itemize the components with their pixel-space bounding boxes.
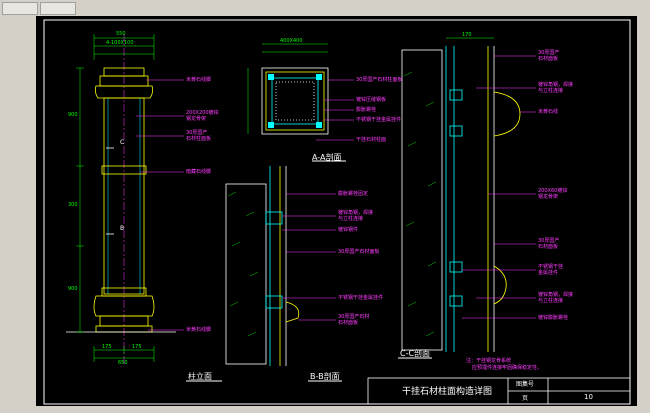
callout: 200X60镀锌 — [538, 188, 568, 194]
dimension-text: 175 — [132, 344, 142, 350]
callout: 与立柱连接 — [538, 88, 564, 94]
svg-text:C: C — [120, 139, 124, 146]
drawing-border — [43, 19, 631, 405]
callout: 石材面板 — [338, 320, 359, 326]
toolbar-button[interactable] — [40, 2, 76, 15]
callout: 石材面板 — [538, 244, 559, 250]
callout: 30厚国产 — [186, 130, 208, 136]
dimension-text: 4-100X100 — [106, 40, 134, 46]
callout: 暗藏石线脚 — [186, 169, 212, 175]
callout: 石材面板 — [538, 56, 559, 62]
callout: 不锈钢干挂金属挂件 — [338, 295, 384, 301]
callout: 石材柱面板 — [186, 136, 212, 142]
callout: 米黄石线脚 — [186, 77, 212, 83]
callout: 金属挂件 — [538, 270, 559, 276]
callout: 膨胀螺栓固定 — [338, 191, 369, 197]
dimension-text: 900 — [68, 112, 78, 118]
dimension-text: 550 — [116, 31, 126, 37]
dimension-text: 900 — [68, 286, 78, 292]
page-label: 页 — [522, 395, 529, 402]
bottom-frame — [36, 406, 637, 413]
cad-drawing: C B — [43, 19, 631, 405]
note-line-2: 应预埋件连接牢固确保稳定性。 — [472, 365, 543, 371]
page-number: 10 — [584, 393, 593, 401]
callout: 200X200镀锌 — [186, 110, 219, 116]
section-cc — [401, 37, 536, 352]
callout: 镀锌压缝钢板 — [356, 97, 387, 103]
callout: 不锈钢干挂 — [538, 264, 564, 270]
callout: 干挂石材柱面 — [356, 137, 387, 143]
callout: 30厚国产石材柱面板 — [356, 77, 403, 83]
callout: 米黄石线脚 — [186, 327, 212, 333]
callout: 30厚国产 — [538, 238, 560, 244]
callout: 钢龙骨架 — [186, 116, 207, 122]
drawing-canvas[interactable]: C B — [36, 16, 637, 406]
caption-section-bb: B-B剖面 — [310, 372, 340, 381]
title-block — [367, 377, 631, 405]
callout: 与立柱连接 — [538, 298, 564, 304]
callout: 不锈钢干挂金属挂件 — [356, 117, 402, 123]
callout: 镀锌角钢，焊接 — [538, 292, 574, 298]
callout: 30厚国产石材面板 — [338, 249, 380, 255]
dimension-text: 170 — [462, 32, 472, 38]
callout: 米黄石线 — [538, 109, 559, 115]
section-aa — [247, 43, 354, 141]
dimension-text: 400X400 — [280, 38, 303, 44]
dimension-text: 650 — [118, 360, 128, 366]
svg-text:B: B — [120, 225, 124, 232]
caption-section-cc: C-C剖面 — [400, 349, 431, 358]
callout: 膨胀螺栓 — [356, 107, 377, 113]
callout: 30厚国产 — [538, 50, 560, 56]
window-titlebar — [0, 0, 650, 17]
callout: 镀锌角钢，焊接 — [538, 82, 574, 88]
drawing-title: 干挂石材柱面构造详图 — [402, 387, 493, 397]
callout: 镀锌膨胀螺栓 — [538, 315, 569, 321]
sheet-label: 图集号 — [516, 381, 535, 388]
caption-elevation: 柱立面 — [188, 372, 212, 381]
note-line-1: 注：干挂钢龙骨系统 — [466, 358, 512, 364]
callout: 30厚国产石材 — [338, 314, 370, 320]
toolbar-strip — [2, 2, 76, 15]
dimension-text: 300 — [68, 202, 78, 208]
left-frame — [0, 16, 36, 413]
column-elevation: C B — [66, 34, 184, 366]
dimension-text: 175 — [102, 344, 112, 350]
right-scrollbar[interactable] — [637, 16, 650, 413]
callout: 镀锌钢件 — [338, 227, 359, 233]
callout: 镀锌角钢，焊接 — [338, 210, 374, 216]
callout: 与立柱连接 — [338, 216, 364, 222]
callout: 钢龙骨架 — [538, 194, 559, 200]
toolbar-button[interactable] — [2, 2, 38, 15]
caption-section-aa: A-A剖面 — [312, 153, 342, 162]
section-bb — [225, 166, 336, 366]
